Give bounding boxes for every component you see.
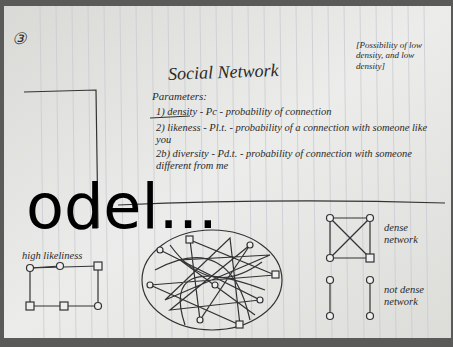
- figure-label: high likeliness: [22, 250, 82, 262]
- likeness-network: [26, 262, 102, 310]
- dense-scribble-network: [142, 230, 282, 330]
- parameter-line: 2b) diversity - Pd.t. - probability of c…: [156, 148, 441, 172]
- figure-label: not dense network: [384, 284, 444, 308]
- sparse-network-figure: [327, 277, 374, 320]
- paper-sheet: [4, 6, 451, 338]
- pen-drawing: [24, 90, 445, 330]
- watermark-text: odel...: [26, 176, 218, 238]
- parameter-line: 2) likeness - Pl.t. - probability of a c…: [156, 122, 431, 146]
- callout-number: ③: [12, 30, 26, 48]
- parameters-heading: Parameters:: [152, 90, 207, 103]
- page-title: Social Network: [168, 60, 279, 85]
- figure-label: dense network: [384, 222, 444, 246]
- parameter-line: 1) density - Pc - probability of connect…: [156, 106, 331, 118]
- bracket-note: [Possibility of low density, and low den…: [356, 40, 434, 71]
- dense-network-figure: [327, 215, 375, 263]
